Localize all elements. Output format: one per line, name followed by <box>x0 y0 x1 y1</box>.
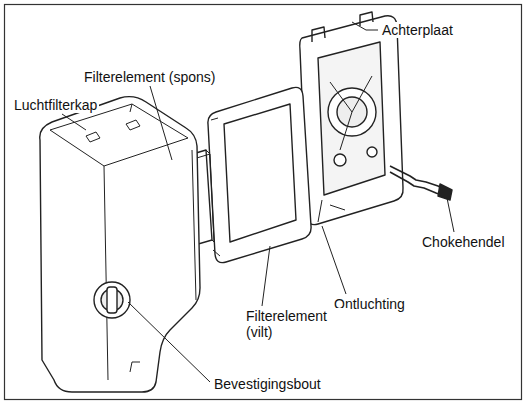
part-label: Chokehendel <box>420 234 507 250</box>
choke-lever <box>390 166 452 200</box>
part-label: Filterelement (vilt) <box>244 308 348 340</box>
frame <box>5 5 522 400</box>
leader-lines <box>62 22 454 382</box>
back-plate <box>300 12 403 225</box>
part-label: Luchtfilterkap <box>12 97 99 113</box>
part-label: Filterelement (spons) <box>82 69 218 85</box>
part-label: Bevestigingsbout <box>212 376 323 392</box>
air-filter-cover <box>40 97 200 392</box>
part-label: Achterplaat <box>380 22 455 38</box>
felt-filter <box>208 87 311 262</box>
